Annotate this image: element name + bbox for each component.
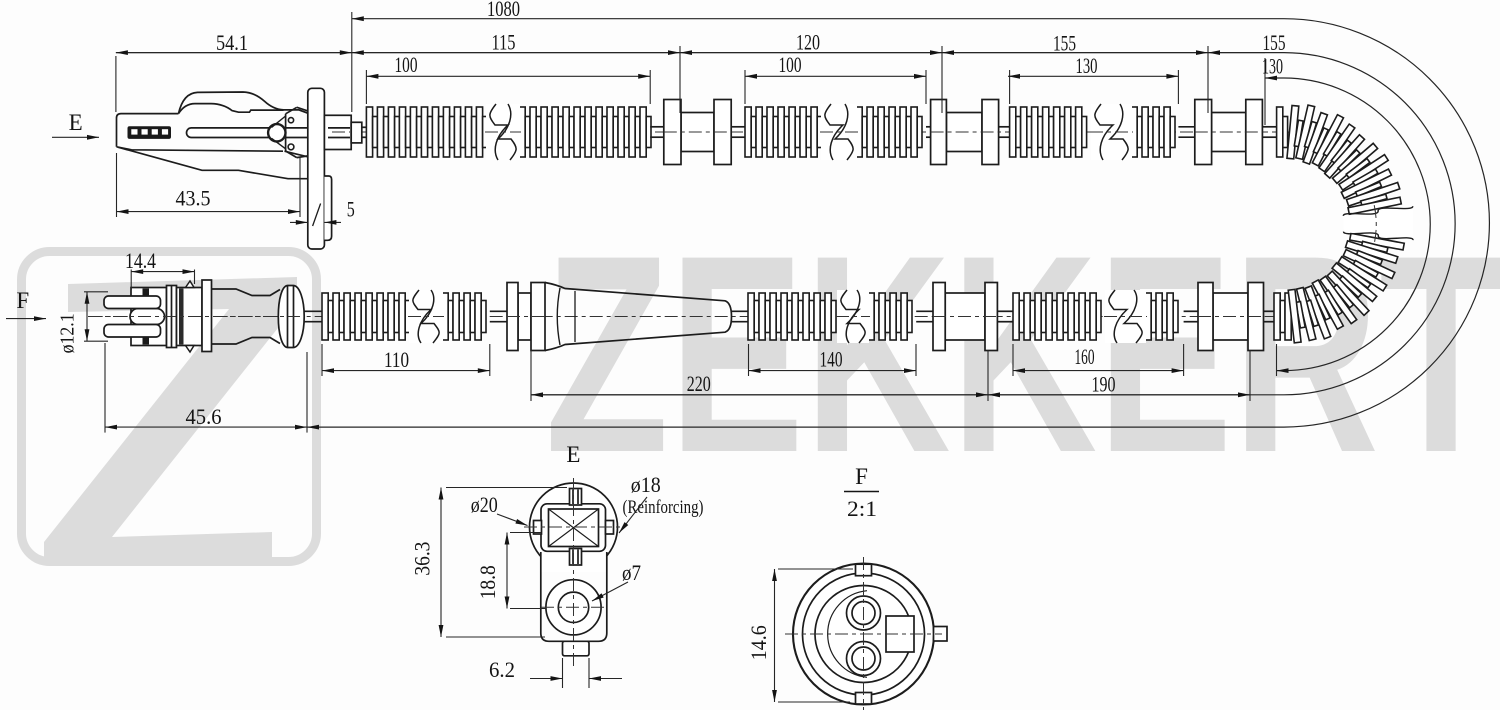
svg-text:ø20: ø20 [471, 492, 498, 517]
svg-text:110: 110 [384, 347, 409, 372]
svg-text:220: 220 [687, 371, 711, 396]
svg-text:5: 5 [347, 196, 355, 221]
svg-text:ø7: ø7 [622, 560, 641, 585]
svg-text:155: 155 [1053, 31, 1076, 56]
svg-text:ø18: ø18 [631, 472, 661, 497]
svg-text:130: 130 [1076, 53, 1098, 78]
svg-text:43.5: 43.5 [176, 185, 211, 210]
svg-text:45.6: 45.6 [186, 404, 222, 429]
svg-text:14.4: 14.4 [125, 248, 156, 273]
svg-text:160: 160 [1075, 344, 1095, 369]
svg-text:100: 100 [395, 52, 418, 77]
svg-text:E: E [69, 110, 83, 135]
svg-text:14.6: 14.6 [746, 625, 771, 660]
svg-text:18.8: 18.8 [475, 565, 500, 599]
svg-text:2:1: 2:1 [847, 496, 877, 521]
svg-text:120: 120 [796, 29, 820, 54]
svg-text:F: F [855, 464, 868, 489]
svg-text:1080: 1080 [487, 0, 520, 21]
svg-text:(Reinforcing): (Reinforcing) [623, 497, 704, 518]
svg-text:36.3: 36.3 [410, 542, 435, 576]
svg-text:190: 190 [1092, 372, 1116, 397]
svg-text:130: 130 [1262, 54, 1283, 79]
svg-text:ø12.1: ø12.1 [57, 313, 79, 353]
svg-text:115: 115 [492, 29, 516, 54]
svg-text:155: 155 [1263, 30, 1286, 55]
svg-text:100: 100 [779, 52, 802, 77]
svg-text:F: F [16, 288, 29, 313]
svg-text:140: 140 [820, 347, 843, 372]
svg-text:54.1: 54.1 [216, 30, 248, 55]
svg-text:E: E [566, 442, 580, 467]
svg-text:ZEKKERT: ZEKKERT [545, 197, 1500, 511]
svg-text:6.2: 6.2 [489, 657, 515, 682]
